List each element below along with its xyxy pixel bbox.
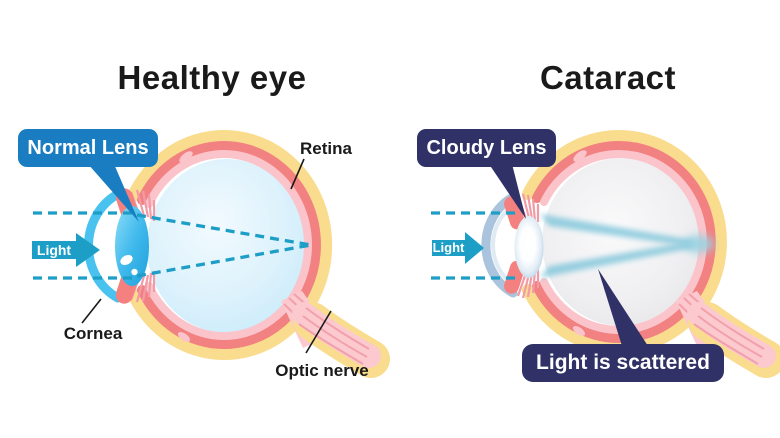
ora-serrata-bump <box>179 151 193 163</box>
light-arrow-left-label: Light <box>36 242 72 258</box>
normal-lens-pointer <box>88 164 139 222</box>
ora-serrata-bump <box>572 326 586 336</box>
scattered-light-beams <box>540 214 714 278</box>
light-ray-dashed-lines <box>33 211 517 280</box>
cataract-optic-nerve <box>676 291 780 378</box>
healthy-eye-illustration <box>84 130 390 378</box>
light-scattered-callout: Light is scattered <box>522 344 724 382</box>
optic-nerve-label: Optic nerve <box>275 361 369 380</box>
healthy-lens <box>115 206 149 286</box>
cloudy-lens <box>514 216 544 278</box>
retina-label: Retina <box>300 139 352 158</box>
cataract-title: Cataract <box>539 59 677 96</box>
cataract-cornea <box>481 192 518 298</box>
light-arrow-right <box>432 232 484 264</box>
healthy-vitreous-body <box>147 159 307 333</box>
normal-lens-callout: Normal Lens <box>18 129 158 167</box>
retina-line <box>290 158 305 190</box>
cloudy-lens-callout: Cloudy Lens <box>417 129 556 167</box>
ora-serrata-bump <box>573 150 587 162</box>
healthy-sclera-layer <box>127 130 333 360</box>
ora-serrata-bump <box>177 332 191 342</box>
light-arrow-right-label: Light <box>432 240 465 255</box>
cloudy-lens-pointer <box>489 164 526 219</box>
annotation-lines <box>81 158 332 354</box>
healthy-choroid-layer <box>137 141 321 349</box>
light-arrow-left <box>32 233 100 267</box>
cataract-eye-illustration <box>481 130 780 378</box>
lens-highlight <box>131 268 138 276</box>
cornea-label: Cornea <box>63 324 123 343</box>
cornea-line <box>81 298 102 324</box>
healthy-eye-title: Healthy eye <box>117 59 307 96</box>
optic-nerve-line <box>305 310 332 354</box>
cataract-vitreous-body <box>542 158 702 326</box>
healthy-optic-nerve <box>281 291 390 378</box>
scatter-pointer <box>598 269 648 346</box>
lens-highlight <box>120 254 133 266</box>
